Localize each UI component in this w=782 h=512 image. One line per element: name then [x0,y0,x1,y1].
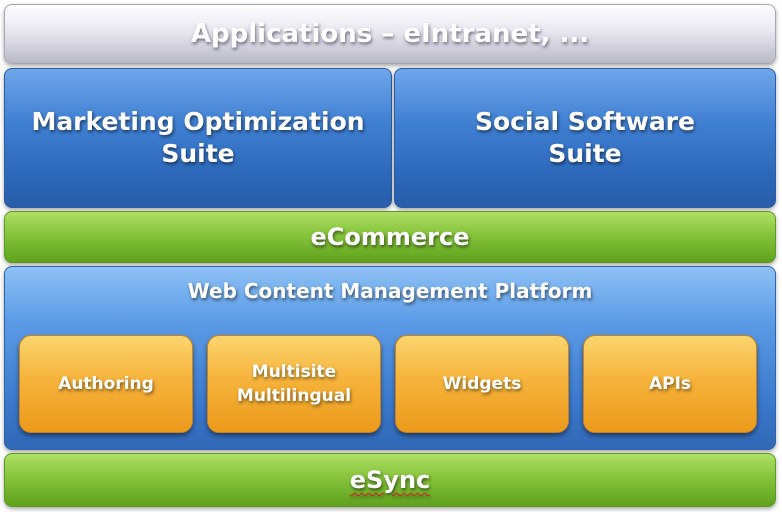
module-multilingual-label: Multilingual [236,386,352,406]
applications-layer: Applications – eIntranet, ... [4,4,776,64]
ecommerce-layer: eCommerce [4,211,776,263]
social-software-suite-box: Social Software Suite [394,68,776,208]
social-label: Social Software Suite [475,106,695,170]
module-widgets: Widgets [395,335,569,433]
module-apis-label: APIs [648,374,692,394]
module-multisite-multilingual: Multisite Multilingual [207,335,381,433]
module-apis: APIs [583,335,757,433]
esync-layer: eSync [4,453,776,507]
wcm-title: Web Content Management Platform [187,279,593,303]
applications-label: Applications – eIntranet, ... [190,19,590,49]
module-authoring: Authoring [19,335,193,433]
marketing-label-line1: Marketing Optimization [31,107,365,136]
wcm-platform-layer: Web Content Management Platform Authorin… [4,266,776,450]
module-widgets-label: Widgets [442,374,522,394]
marketing-label-line2: Suite [161,139,235,168]
module-authoring-label: Authoring [58,374,154,394]
marketing-label: Marketing Optimization Suite [31,106,364,170]
ecommerce-label: eCommerce [310,223,470,251]
esync-label: eSync [349,466,431,494]
social-label-line1: Social Software [475,107,695,136]
module-multisite-label: Multisite [251,362,337,382]
social-label-line2: Suite [548,139,622,168]
marketing-optimization-suite-box: Marketing Optimization Suite [4,68,392,208]
